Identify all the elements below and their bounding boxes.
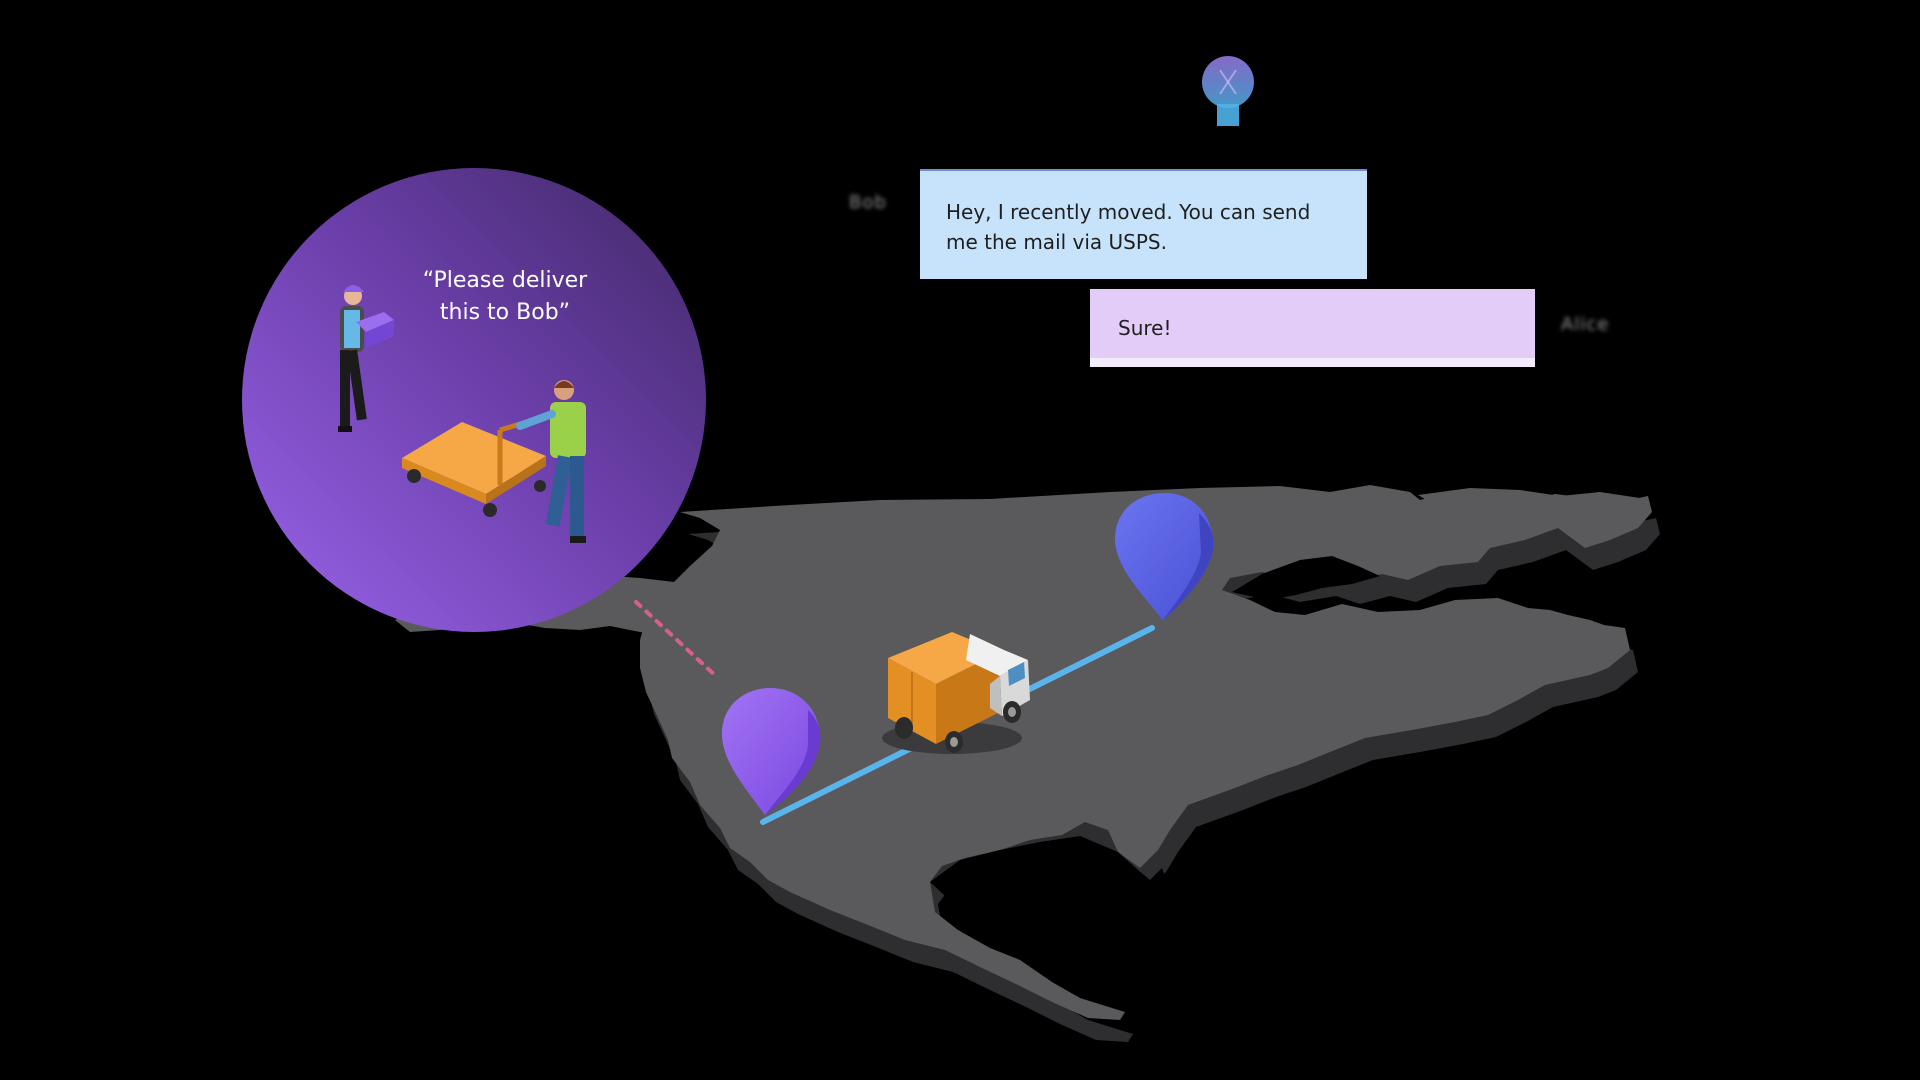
truck-cab-side [990, 676, 1002, 716]
worker-leg-right [570, 456, 584, 538]
courier-cap [343, 285, 364, 292]
scene-quote: “Please deliver this to Bob” [422, 268, 588, 325]
origin-pin-side [765, 710, 821, 815]
courier-parcel [356, 312, 394, 332]
courier-shoe [338, 426, 352, 432]
bulb-base [1217, 104, 1239, 126]
truck-box-right [936, 652, 1000, 744]
map-arctic-islands [1418, 488, 1646, 530]
chat-message-text: Hey, I recently moved. You can send me t… [946, 200, 1311, 254]
bulb-filament [1219, 69, 1237, 95]
chat-bubble-bob: Hey, I recently moved. You can send me t… [920, 169, 1367, 279]
worker-torso [550, 402, 586, 458]
north-america-map [395, 485, 1660, 1042]
chat-message-text: Sure! [1118, 316, 1172, 340]
delivery-truck-icon [882, 632, 1030, 754]
cart-side [486, 456, 546, 504]
speaker-label-alice: Alice [1561, 314, 1610, 335]
cart-front [402, 458, 486, 504]
map-gulf [930, 836, 1170, 902]
courier-person [338, 285, 394, 432]
map-top [640, 485, 1652, 1020]
hand-cart [402, 415, 546, 517]
truck-window [1008, 662, 1025, 686]
courier-leg-right [347, 349, 367, 421]
courier-leg-left [340, 350, 350, 428]
worker-arm [516, 410, 556, 430]
worker-person [516, 380, 586, 543]
location-pin-icon [722, 688, 821, 815]
truck-hubcap [1008, 707, 1016, 717]
cart-wheel [534, 480, 546, 492]
truck-cab-top [966, 634, 1028, 676]
location-pin-icon [1115, 493, 1214, 620]
chat-bubble-alice: Sure! [1090, 289, 1535, 367]
courier-vest [344, 310, 360, 348]
worker-hair [554, 381, 574, 388]
cart-wheel [407, 469, 421, 483]
cart-wheel [483, 503, 497, 517]
speaker-label-bob: Bob [849, 192, 887, 213]
courier-parcel-side [366, 320, 394, 348]
cart-top [402, 422, 546, 494]
lightbulb-icon [1202, 56, 1254, 126]
destination-pin-side [1163, 513, 1214, 620]
dotted-connector [634, 600, 720, 680]
truck-hubcap [950, 737, 958, 747]
map-hudson-bay [1232, 556, 1380, 600]
worker-shoe [570, 536, 586, 543]
truck-wheel [895, 717, 913, 739]
worker-leg-left [545, 455, 572, 527]
scene-circle [242, 168, 706, 632]
